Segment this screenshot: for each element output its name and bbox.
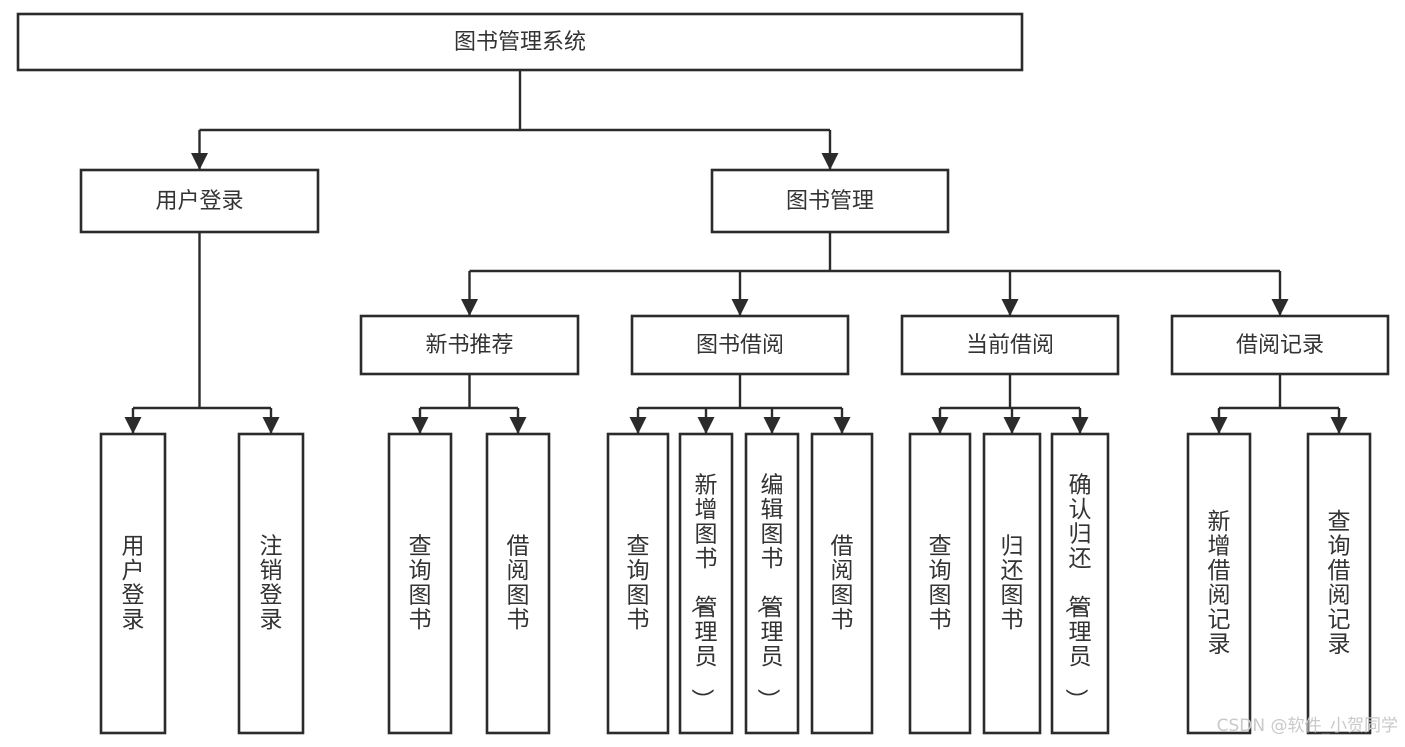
node-box-user-logout-action: [237, 432, 305, 735]
node-box-book-borrow: [630, 314, 850, 376]
node-box-root: [16, 12, 1024, 72]
node-box-borrow-borrow-book: [810, 432, 874, 735]
node-current-borrow[interactable]: 当前借阅: [900, 314, 1120, 376]
node-label-new-book-recommend: 新书推荐: [425, 333, 513, 358]
node-label-book-borrow: 图书借阅: [696, 333, 784, 358]
node-box-current-confirm-return: [1050, 432, 1110, 735]
user-login-arrow-0: [124, 417, 142, 434]
node-root[interactable]: 图书管理系统: [16, 12, 1024, 72]
node-label-current-query-book: 查询图书: [929, 534, 952, 634]
book-management-arrow-1: [731, 299, 749, 316]
node-book-borrow[interactable]: 图书借阅: [630, 314, 850, 376]
node-borrow-records[interactable]: 借阅记录: [1170, 314, 1390, 376]
node-box-user-login: [79, 168, 320, 234]
book-management-arrow-0: [461, 299, 478, 316]
current-borrow-arrow-2: [1071, 417, 1089, 434]
user-login-arrow-1: [262, 417, 280, 434]
node-recommend-query-book[interactable]: 查询图书: [387, 432, 453, 735]
node-box-current-borrow: [900, 314, 1120, 376]
node-box-records-add: [1186, 432, 1252, 735]
node-current-return-book[interactable]: 归还图书: [982, 432, 1042, 735]
book-borrow-arrow-3: [833, 417, 851, 434]
node-box-recommend-query-book: [387, 432, 453, 735]
node-borrow-edit-book[interactable]: 编辑图书（管理员）: [744, 432, 800, 735]
node-box-borrow-query-book: [606, 432, 670, 735]
node-box-current-query-book: [908, 432, 972, 735]
node-label-recommend-borrow-book: 借阅图书: [507, 534, 530, 634]
book-management-arrow-3: [1271, 299, 1289, 316]
node-box-borrow-edit-book: [744, 432, 800, 735]
new-book-recommend-arrow-1: [509, 417, 527, 434]
node-box-new-book-recommend: [359, 314, 580, 376]
node-label-user-logout-action: 注销登录: [260, 534, 283, 634]
current-borrow-arrow-1: [1003, 417, 1021, 434]
node-layer: 图书管理系统用户登录图书管理用户登录注销登录新书推荐查询图书借阅图书图书借阅查询…: [16, 12, 1390, 735]
node-label-root: 图书管理系统: [454, 30, 586, 55]
csdn-watermark: CSDN @软件_小贺同学: [1217, 716, 1398, 736]
root-arrow-0: [191, 153, 208, 170]
node-box-records-query: [1306, 432, 1372, 735]
node-records-query[interactable]: 查询借阅记录: [1306, 432, 1372, 735]
book-management-arrow-2: [1001, 299, 1019, 316]
borrow-records-arrow-1: [1330, 417, 1348, 434]
node-box-borrow-add-book: [678, 432, 734, 735]
node-box-recommend-borrow-book: [485, 432, 551, 735]
node-recommend-borrow-book[interactable]: 借阅图书: [485, 432, 551, 735]
connector-layer: [124, 70, 1348, 434]
node-current-confirm-return[interactable]: 确认归还（管理员）: [1050, 432, 1110, 735]
node-box-book-management: [710, 168, 950, 234]
node-label-recommend-query-book: 查询图书: [409, 534, 432, 634]
node-current-query-book[interactable]: 查询图书: [908, 432, 972, 735]
node-user-login[interactable]: 用户登录: [79, 168, 320, 234]
node-label-records-add: 新增借阅记录: [1208, 509, 1231, 658]
node-label-current-confirm-return: 确认归还（管理员）: [1063, 472, 1092, 711]
node-label-current-borrow: 当前借阅: [966, 333, 1054, 358]
book-borrow-arrow-0: [629, 417, 647, 434]
node-book-management[interactable]: 图书管理: [710, 168, 950, 234]
node-label-borrow-records: 借阅记录: [1236, 333, 1324, 358]
node-label-user-login-action: 用户登录: [122, 534, 145, 634]
book-borrow-arrow-2: [763, 417, 781, 434]
node-box-user-login-action: [99, 432, 167, 735]
node-label-book-management: 图书管理: [786, 189, 874, 214]
node-label-borrow-edit-book: 编辑图书（管理员）: [755, 472, 784, 711]
node-label-borrow-add-book: 新增图书（管理员）: [689, 472, 718, 711]
node-box-current-return-book: [982, 432, 1042, 735]
node-label-user-login: 用户登录: [155, 189, 243, 214]
current-borrow-arrow-0: [931, 417, 949, 434]
node-label-records-query: 查询借阅记录: [1328, 509, 1351, 658]
node-user-logout-action[interactable]: 注销登录: [237, 432, 305, 735]
node-box-borrow-records: [1170, 314, 1390, 376]
node-borrow-add-book[interactable]: 新增图书（管理员）: [678, 432, 734, 735]
node-label-current-return-book: 归还图书: [1001, 534, 1024, 634]
new-book-recommend-arrow-0: [411, 417, 429, 434]
book-borrow-arrow-1: [697, 417, 715, 434]
node-label-borrow-query-book: 查询图书: [627, 534, 650, 634]
node-new-book-recommend[interactable]: 新书推荐: [359, 314, 580, 376]
node-borrow-borrow-book[interactable]: 借阅图书: [810, 432, 874, 735]
root-arrow-1: [821, 153, 839, 170]
node-user-login-action[interactable]: 用户登录: [99, 432, 167, 735]
borrow-records-arrow-0: [1210, 417, 1228, 434]
node-label-borrow-borrow-book: 借阅图书: [831, 534, 854, 634]
node-records-add[interactable]: 新增借阅记录: [1186, 432, 1252, 735]
node-borrow-query-book[interactable]: 查询图书: [606, 432, 670, 735]
